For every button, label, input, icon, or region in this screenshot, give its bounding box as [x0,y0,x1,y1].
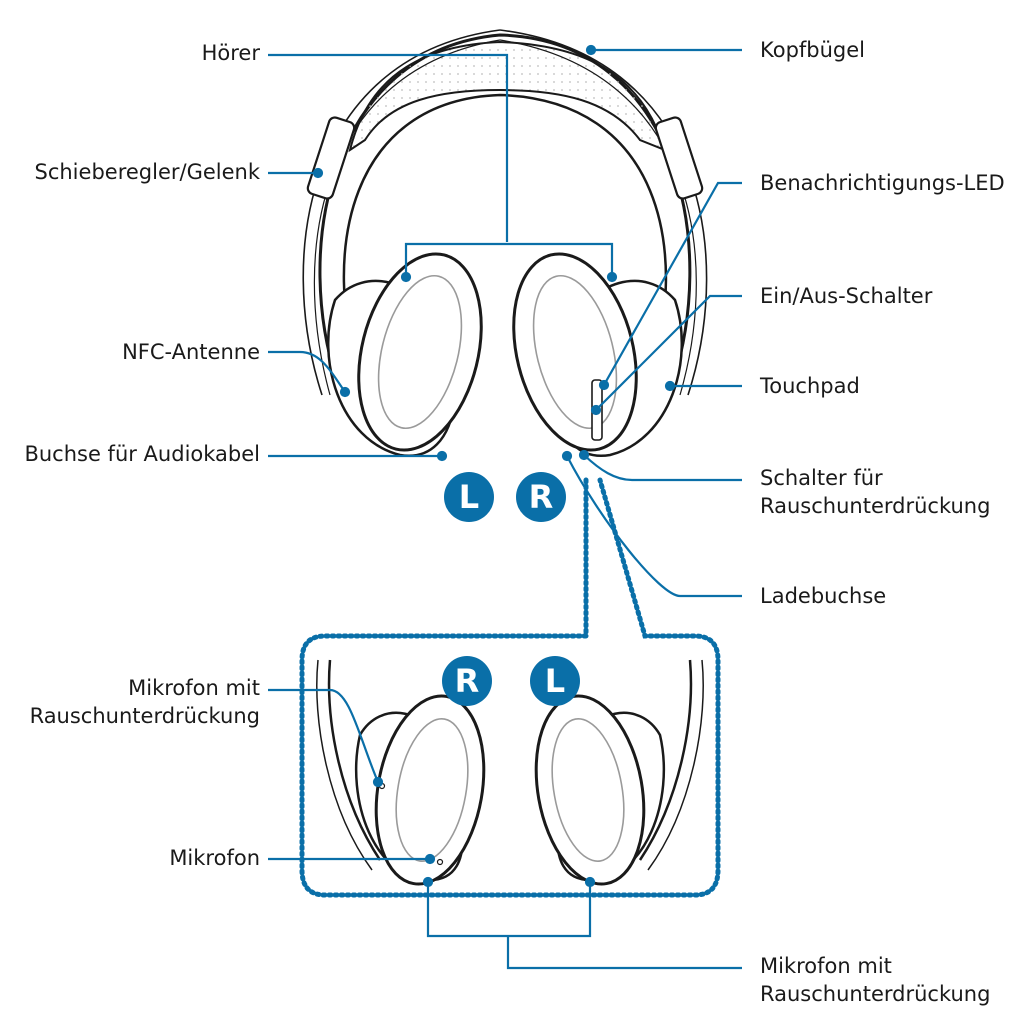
label-nfc-antenne: NFC-Antenne [60,338,260,366]
label-benachrichtigungs-led: Benachrichtigungs-LED [760,169,1005,197]
leader-mikro-rausch-bottom [428,882,590,936]
label-ladebuchse: Ladebuchse [760,582,886,610]
leader-schalter [584,455,742,480]
top-headphones [303,30,706,463]
slider-hinge-left [306,116,355,200]
leader-ladebuchse [567,456,742,596]
label-mikrofon-rauschunterdrueckung-bottom: Mikrofon mit Rauschunterdrückung [760,952,990,1008]
label-hoerer: Hörer [160,39,260,67]
badge-left-bottom: L [530,656,580,706]
label-schalter-rauschunterdrueckung: Schalter für Rauschunterdrückung [760,464,990,520]
label-mikrofon-rauschunterdrueckung-left: Mikrofon mit Rauschunterdrückung [0,674,260,730]
label-schieberegler: Schieberegler/Gelenk [10,158,260,186]
label-kopfbuegel: Kopfbügel [760,36,865,64]
badge-right-bottom: R [442,656,492,706]
leader-lines [268,46,742,968]
label-ein-aus-schalter: Ein/Aus-Schalter [760,282,932,310]
label-mikrofon: Mikrofon [60,844,260,872]
badge-left-top: L [444,472,494,522]
label-buchse-audiokabel: Buchse für Audiokabel [0,440,260,468]
slider-hinge-right [654,116,703,200]
badge-right-top: R [516,472,566,522]
label-touchpad: Touchpad [760,372,860,400]
